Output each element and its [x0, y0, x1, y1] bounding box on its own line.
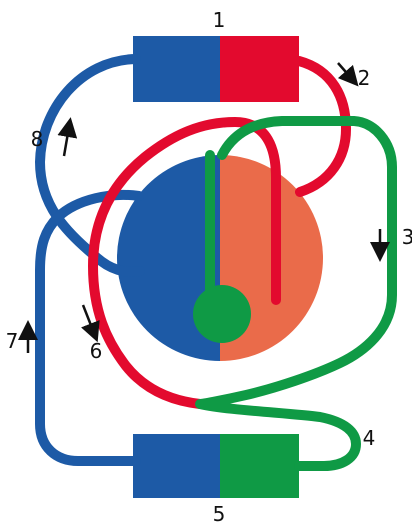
green-inner-ball [193, 285, 251, 343]
top-box-red [220, 36, 299, 102]
label-3: 3 [402, 225, 412, 249]
down-right-arrow [338, 63, 352, 79]
top-box-blue [133, 36, 220, 102]
bottom-box-blue [133, 434, 220, 498]
label-6: 6 [90, 339, 103, 363]
label-4: 4 [363, 426, 376, 450]
up-right-arrow [64, 127, 69, 156]
label-1: 1 [213, 8, 226, 32]
label-8: 8 [31, 127, 44, 151]
label-7: 7 [6, 329, 19, 353]
label-2: 2 [358, 66, 371, 90]
label-5: 5 [213, 502, 226, 524]
down-right-arrow [83, 305, 94, 333]
bottom-box-green [220, 434, 299, 498]
